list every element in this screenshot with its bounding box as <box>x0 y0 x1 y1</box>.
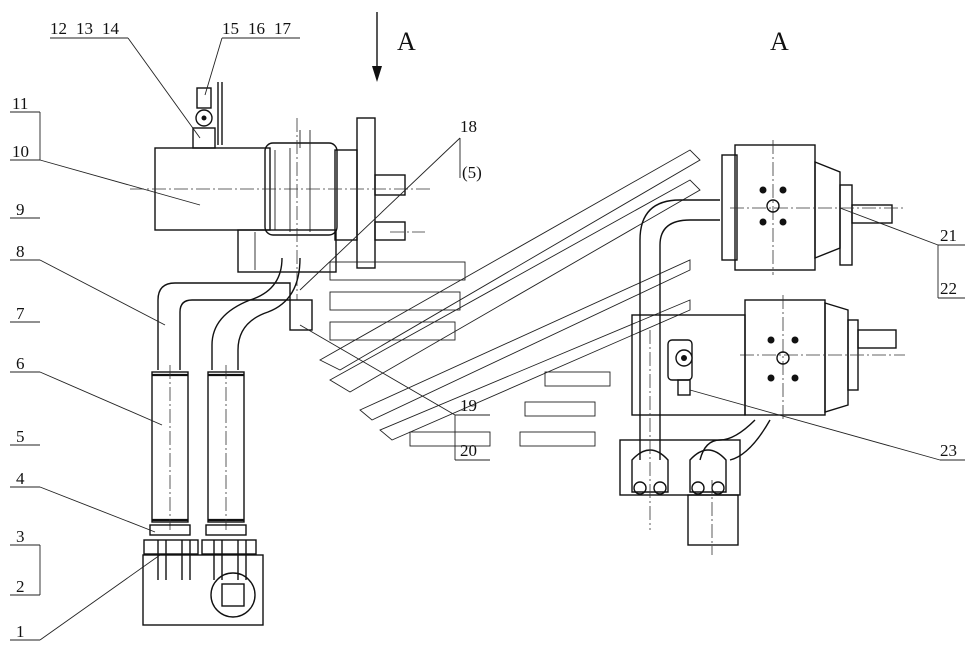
callout-9: 9 <box>16 200 25 219</box>
callout-20: 20 <box>460 441 477 460</box>
callout-16: 16 <box>248 19 265 38</box>
base-block <box>142 554 264 626</box>
callout-12: 12 <box>50 19 67 38</box>
callout-11: 11 <box>12 94 28 113</box>
decorative-ribbons <box>319 149 701 447</box>
hose-fittings <box>143 524 257 580</box>
callout-18-reference: (5) <box>462 163 482 182</box>
pump-lower <box>740 295 905 420</box>
hose-left <box>151 365 189 530</box>
callout-6: 6 <box>16 354 25 373</box>
callout-10: 10 <box>12 142 29 161</box>
callout-3: 3 <box>16 527 25 546</box>
callout-23: 23 <box>940 441 957 460</box>
pump-housing <box>130 117 430 300</box>
view-arrow-label: A <box>397 27 416 56</box>
callout-17: 17 <box>274 19 292 38</box>
view-direction-arrow <box>372 12 382 82</box>
pump-upper <box>721 140 905 275</box>
hose-right <box>207 365 245 530</box>
view-section-label: A <box>770 27 789 56</box>
callout-1: 1 <box>16 622 25 641</box>
view-a-frame-pipes <box>619 199 771 555</box>
leader-lines <box>10 37 965 641</box>
callout-5: 5 <box>16 427 25 446</box>
callout-19: 19 <box>460 396 477 415</box>
callout-8: 8 <box>16 242 25 261</box>
pipe-elbows <box>157 257 313 370</box>
callout-7: 7 <box>16 304 25 323</box>
callout-15: 15 <box>222 19 239 38</box>
callout-21: 21 <box>940 226 957 245</box>
callout-14: 14 <box>102 19 120 38</box>
callout-2: 2 <box>16 577 25 596</box>
callout-4: 4 <box>16 469 25 488</box>
relief-valve <box>192 82 223 149</box>
callout-22: 22 <box>940 279 957 298</box>
fitting-23 <box>667 339 693 396</box>
callout-13: 13 <box>76 19 93 38</box>
callout-18: 18 <box>460 117 477 136</box>
